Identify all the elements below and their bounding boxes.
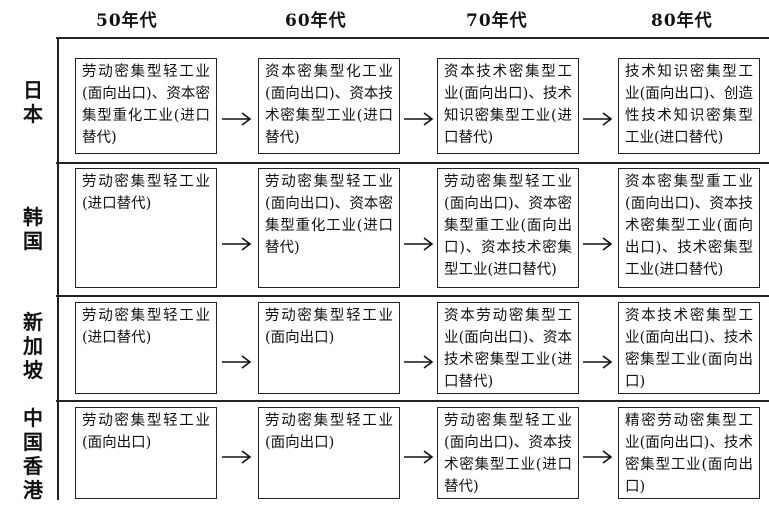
arrow-right-icon — [404, 355, 434, 369]
stage-text: 劳动密集型轻工业(面向出口)、资本技术密集型工业(进口替代) — [444, 413, 572, 495]
stage-text: 资本技术密集型工业(面向出口)、技术知识密集型工业(进口替代) — [444, 64, 572, 146]
stage-box-singapore-80s: 资本技术密集型工业(面向出口)、技术密集型工业(面向出口) — [618, 302, 760, 394]
decade-header-60s: 60年代 — [285, 11, 347, 31]
stage-text: 资本密集型化工业(面向出口)、资本技术密集型工业(进口替代) — [265, 64, 393, 146]
stage-box-japan-70s: 资本技术密集型工业(面向出口)、技术知识密集型工业(进口替代) — [437, 58, 579, 154]
stage-box-hongkong-80s: 精密劳动密集型工业(面向出口)、技术密集型工业(面向出口) — [618, 407, 760, 499]
header-divider — [56, 37, 769, 39]
arrow-right-icon — [404, 450, 434, 464]
stage-text: 劳动密集型轻工业(面向出口) — [82, 413, 210, 451]
arrow-right-icon — [222, 112, 252, 126]
stage-text: 劳动密集型轻工业(进口替代) — [82, 174, 210, 212]
stage-text: 劳动密集型轻工业(面向出口) — [265, 413, 393, 451]
arrow-right-icon — [222, 237, 252, 251]
arrow-right-icon — [583, 237, 613, 251]
stage-box-japan-50s: 劳动密集型轻工业(面向出口)、资本密集型重化工业(进口替代) — [75, 58, 217, 154]
stage-box-korea-80s: 资本密集型重工业(面向出口)、资本技术密集型工业(面向出口)、技术密集型工业(进… — [618, 168, 760, 288]
arrow-right-icon — [222, 450, 252, 464]
stage-text: 精密劳动密集型工业(面向出口)、技术密集型工业(面向出口) — [625, 413, 753, 495]
stage-box-korea-60s: 劳动密集型轻工业(面向出口)、资本密集型重化工业(进口替代) — [258, 168, 400, 288]
stage-text: 资本技术密集型工业(面向出口)、技术密集型工业(面向出口) — [625, 308, 753, 390]
arrow-right-icon — [404, 112, 434, 126]
row-divider-3 — [56, 400, 769, 402]
stage-text: 资本劳动密集型工业(面向出口)、资本技术密集型工业(进口替代) — [444, 308, 572, 390]
arrow-right-icon — [583, 450, 613, 464]
stage-box-singapore-70s: 资本劳动密集型工业(面向出口)、资本技术密集型工业(进口替代) — [437, 302, 579, 394]
stage-box-singapore-60s: 劳动密集型轻工业(面向出口) — [258, 302, 400, 394]
stage-box-singapore-50s: 劳动密集型轻工业(进口替代) — [75, 302, 217, 394]
stage-box-hongkong-70s: 劳动密集型轻工业(面向出口)、资本技术密集型工业(进口替代) — [437, 407, 579, 499]
row-divider-2 — [56, 295, 769, 297]
arrow-right-icon — [583, 355, 613, 369]
row-divider-1 — [56, 162, 769, 164]
stage-text: 劳动密集型轻工业(面向出口)、资本密集型重化工业(进口替代) — [82, 64, 210, 146]
stage-box-korea-50s: 劳动密集型轻工业(进口替代) — [75, 168, 217, 288]
stage-text: 劳动密集型轻工业(面向出口)、资本密集型重化工业(进口替代) — [265, 174, 393, 256]
country-label-hongkong: 中国香港 — [23, 406, 43, 502]
country-label-singapore: 新加坡 — [23, 310, 43, 382]
stage-box-hongkong-50s: 劳动密集型轻工业(面向出口) — [75, 407, 217, 499]
country-label-japan: 日本 — [23, 78, 43, 126]
country-column-divider — [57, 38, 59, 500]
arrow-right-icon — [404, 237, 434, 251]
arrow-right-icon — [583, 112, 613, 126]
stage-box-korea-70s: 劳动密集型轻工业(面向出口)、资本密集型重工业(面向出口)、资本技术密集型工业(… — [437, 168, 579, 288]
stage-text: 资本密集型重工业(面向出口)、资本技术密集型工业(面向出口)、技术密集型工业(进… — [625, 174, 753, 278]
arrow-right-icon — [222, 355, 252, 369]
stage-text: 技术知识密集型工业(面向出口)、创造性技术知识密集型工业(进口替代) — [625, 64, 753, 146]
country-label-korea: 韩国 — [23, 205, 43, 253]
decade-header-70s: 70年代 — [466, 11, 528, 31]
stage-box-japan-60s: 资本密集型化工业(面向出口)、资本技术密集型工业(进口替代) — [258, 58, 400, 154]
stage-text: 劳动密集型轻工业(进口替代) — [82, 308, 210, 346]
stage-box-hongkong-60s: 劳动密集型轻工业(面向出口) — [258, 407, 400, 499]
decade-header-50s: 50年代 — [96, 11, 158, 31]
decade-header-80s: 80年代 — [651, 11, 713, 31]
stage-box-japan-80s: 技术知识密集型工业(面向出口)、创造性技术知识密集型工业(进口替代) — [618, 58, 760, 154]
stage-text: 劳动密集型轻工业(面向出口)、资本密集型重工业(面向出口)、资本技术密集型工业(… — [444, 174, 572, 278]
stage-text: 劳动密集型轻工业(面向出口) — [265, 308, 393, 346]
